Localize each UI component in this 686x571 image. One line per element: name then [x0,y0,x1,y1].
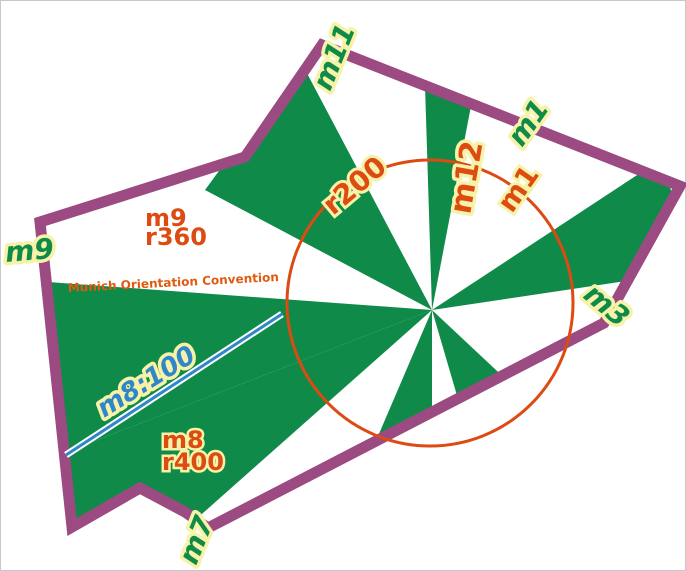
area-boundary [34,38,686,536]
wedge-north [425,85,475,310]
wedge-group [40,60,680,528]
scale-line [65,312,283,457]
label-r360: r360 [145,223,207,251]
label-r400: r400 [162,448,224,476]
label-m1-outer: m1 [501,93,556,152]
wedge-west [40,280,432,470]
label-m9-edge: m9 [4,232,55,269]
label-m9-sector: m9 [145,204,187,232]
label-m8-sector: m8 [162,426,204,454]
radius-circle [285,158,575,448]
